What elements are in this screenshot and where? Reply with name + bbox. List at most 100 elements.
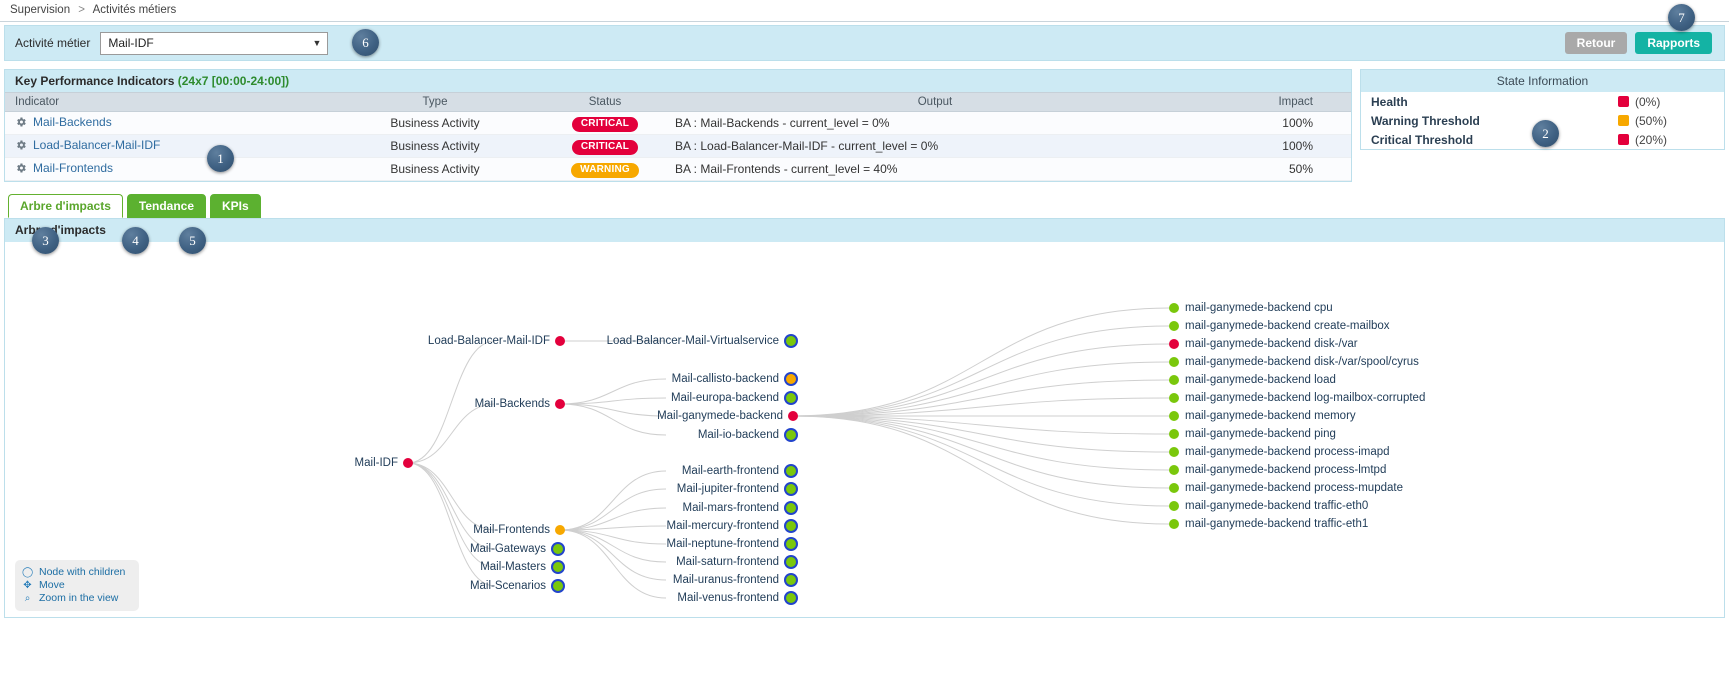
tree-node-dot[interactable]: [1169, 339, 1179, 349]
tree-node-level2[interactable]: Load-Balancer-Mail-Virtualservice: [5, 333, 798, 349]
tree-node-leaf[interactable]: mail-ganymede-backend cpu: [1169, 300, 1333, 316]
tree-node-leaf[interactable]: mail-ganymede-backend process-mupdate: [1169, 480, 1403, 496]
tree-node-dot-with-children[interactable]: [786, 336, 796, 346]
tree-node-dot-with-children[interactable]: [786, 575, 796, 585]
tree-node-label: Mail-jupiter-frontend: [676, 483, 779, 495]
tree-node-dot[interactable]: [1169, 393, 1179, 403]
tree-node-dot-with-children[interactable]: [786, 557, 796, 567]
tree-node-dot[interactable]: [555, 399, 565, 409]
tree-node-dot[interactable]: [1169, 483, 1179, 493]
tree-node-level2[interactable]: Mail-earth-frontend: [5, 463, 798, 479]
kpi-indicator-cell[interactable]: Mail-Backends: [5, 111, 335, 135]
col-type[interactable]: Type: [335, 92, 535, 112]
tree-node-dot-with-children[interactable]: [786, 503, 796, 513]
tree-node-level2[interactable]: Mail-ganymede-backend: [5, 408, 798, 424]
tree-node-level1[interactable]: Mail-Gateways: [5, 541, 565, 557]
tree-node-dot-with-children[interactable]: [553, 544, 563, 554]
activity-select[interactable]: Mail-IDF ▼: [100, 31, 329, 55]
breadcrumb: Supervision > Activités métiers: [0, 0, 1729, 22]
tree-node-leaf[interactable]: mail-ganymede-backend create-mailbox: [1169, 318, 1390, 334]
tree-node-leaf[interactable]: mail-ganymede-backend memory: [1169, 408, 1356, 424]
tree-node-dot-with-children[interactable]: [786, 484, 796, 494]
tree-node-leaf[interactable]: mail-ganymede-backend disk-/var: [1169, 336, 1358, 352]
col-output[interactable]: Output: [675, 92, 1195, 112]
tree-node-level2[interactable]: Mail-callisto-backend: [5, 371, 798, 387]
col-impact[interactable]: Impact: [1195, 92, 1351, 112]
tree-node-dot[interactable]: [1169, 501, 1179, 511]
breadcrumb-current[interactable]: Activités métiers: [92, 4, 177, 16]
tree-node-dot[interactable]: [1169, 321, 1179, 331]
breadcrumb-root[interactable]: Supervision: [10, 4, 71, 16]
tree-node-root[interactable]: Mail-IDF: [5, 455, 413, 471]
tree-node-dot[interactable]: [555, 336, 565, 346]
tree-node-leaf[interactable]: mail-ganymede-backend load: [1169, 372, 1336, 388]
gear-icon: [15, 139, 27, 154]
kpi-indicator-label[interactable]: Mail-Backends: [33, 115, 112, 129]
tree-node-dot-with-children[interactable]: [786, 374, 796, 384]
tree-node-leaf[interactable]: mail-ganymede-backend traffic-eth1: [1169, 516, 1368, 532]
tree-node-dot[interactable]: [1169, 411, 1179, 421]
tree-node-dot-with-children[interactable]: [786, 539, 796, 549]
tree-node-leaf[interactable]: mail-ganymede-backend disk-/var/spool/cy…: [1169, 354, 1419, 370]
tree-node-dot-with-children[interactable]: [786, 466, 796, 476]
tab-kpis[interactable]: KPIs: [210, 194, 261, 218]
state-info-row: Warning Threshold(50%): [1361, 111, 1724, 130]
tree-node-dot-with-children[interactable]: [553, 562, 563, 572]
back-button[interactable]: Retour: [1564, 32, 1628, 54]
tree-node-dot-with-children[interactable]: [786, 393, 796, 403]
tree-node-level2[interactable]: Mail-mars-frontend: [5, 500, 798, 516]
tree-node-dot[interactable]: [788, 411, 798, 421]
col-indicator[interactable]: Indicator: [5, 92, 335, 112]
tree-node-level1[interactable]: Mail-Scenarios: [5, 578, 565, 594]
impact-tree-canvas[interactable]: Mail-IDF Load-Balancer-Mail-IDF Mail-Backe…: [5, 242, 1724, 617]
tree-node-dot[interactable]: [555, 525, 565, 535]
tree-node-dot[interactable]: [1169, 357, 1179, 367]
callout-marker-1: 1: [207, 145, 234, 172]
kpi-indicator-cell[interactable]: Mail-Frontends: [5, 157, 335, 181]
tree-node-level2[interactable]: Mail-io-backend: [5, 427, 798, 443]
tree-node-leaf[interactable]: mail-ganymede-backend log-mailbox-corrup…: [1169, 390, 1425, 406]
state-info-percent: (0%): [1635, 94, 1661, 109]
tree-node-dot[interactable]: [1169, 375, 1179, 385]
tree-node-label: mail-ganymede-backend traffic-eth0: [1185, 500, 1369, 512]
tree-node-dot-with-children[interactable]: [786, 593, 796, 603]
tree-node-dot-with-children[interactable]: [553, 581, 563, 591]
tree-node-level2[interactable]: Mail-venus-frontend: [5, 590, 798, 606]
state-info-label: Warning Threshold: [1371, 113, 1480, 128]
tree-node-dot[interactable]: [403, 458, 413, 468]
tree-node-level1[interactable]: Mail-Frontends: [5, 522, 565, 538]
tree-node-level2[interactable]: Mail-neptune-frontend: [5, 536, 798, 552]
tree-node-leaf[interactable]: mail-ganymede-backend ping: [1169, 426, 1336, 442]
tree-node-level1[interactable]: Mail-Masters: [5, 559, 565, 575]
tree-node-dot[interactable]: [1169, 465, 1179, 475]
kpi-indicator-cell[interactable]: Load-Balancer-Mail-IDF: [5, 134, 335, 158]
kpi-indicator-label[interactable]: Mail-Frontends: [33, 161, 114, 175]
tree-node-level2[interactable]: Mail-mercury-frontend: [5, 518, 798, 534]
tree-node-dot[interactable]: [1169, 447, 1179, 457]
tree-node-level1[interactable]: Mail-Backends: [5, 396, 565, 412]
reports-button[interactable]: Rapports: [1635, 32, 1712, 54]
tree-node-dot-with-children[interactable]: [786, 521, 796, 531]
tree-node-leaf[interactable]: mail-ganymede-backend traffic-eth0: [1169, 498, 1368, 514]
tab-tendance[interactable]: Tendance: [126, 194, 207, 218]
tree-node-level2[interactable]: Mail-uranus-frontend: [5, 572, 798, 588]
tree-node-dot[interactable]: [1169, 429, 1179, 439]
kpi-indicator-label[interactable]: Load-Balancer-Mail-IDF: [33, 138, 161, 152]
tree-node-level2[interactable]: Mail-europa-backend: [5, 390, 798, 406]
legend-label-zoom: Zoom in the view: [39, 592, 119, 604]
tree-node-dot-with-children[interactable]: [786, 430, 796, 440]
tree-node-level2[interactable]: Mail-saturn-frontend: [5, 554, 798, 570]
tree-node-dot[interactable]: [1169, 519, 1179, 529]
col-status[interactable]: Status: [535, 92, 675, 112]
tree-node-level1[interactable]: Load-Balancer-Mail-IDF: [5, 333, 565, 349]
tree-node-dot[interactable]: [1169, 303, 1179, 313]
tab-arbre-d-impacts[interactable]: Arbre d'impacts: [8, 194, 123, 218]
tree-node-leaf[interactable]: mail-ganymede-backend process-imapd: [1169, 444, 1390, 460]
tree-node-level2[interactable]: Mail-jupiter-frontend: [5, 481, 798, 497]
state-panel-title: State Information: [1361, 70, 1724, 92]
tree-node-leaf[interactable]: mail-ganymede-backend process-lmtpd: [1169, 462, 1386, 478]
tree-node-label: Mail-Scenarios: [469, 580, 546, 592]
